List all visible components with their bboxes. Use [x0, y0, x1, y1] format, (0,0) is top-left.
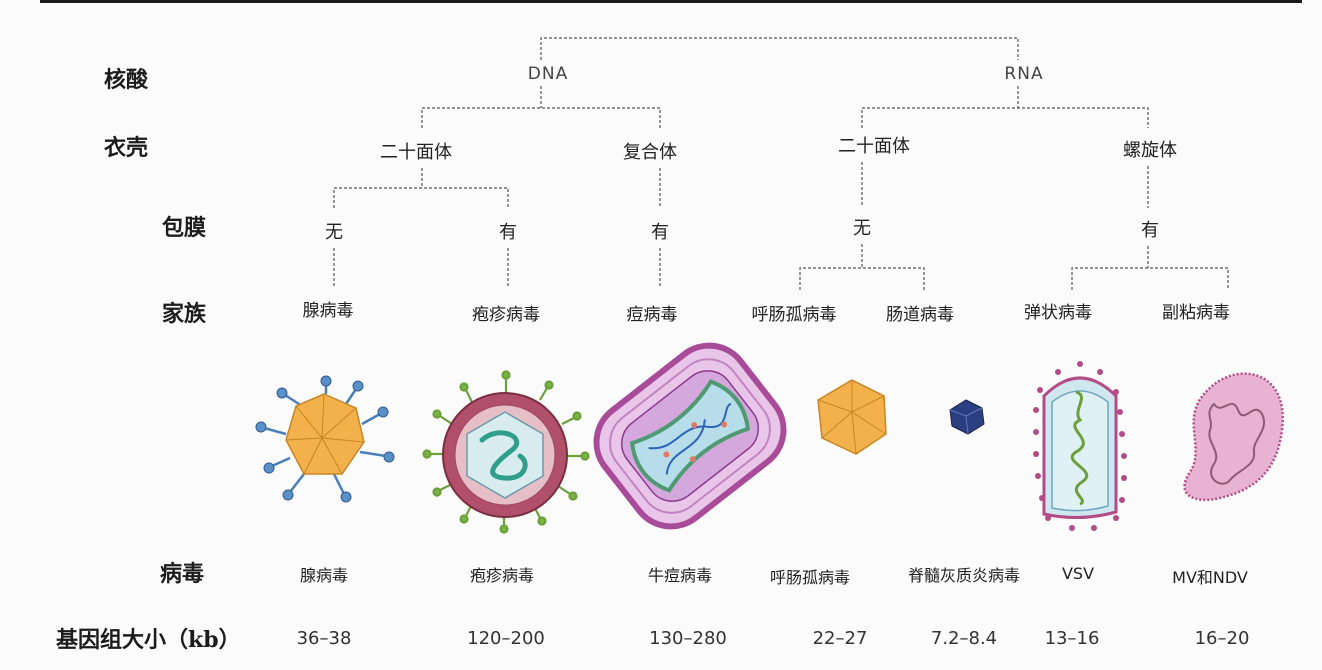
row-label-family: 家族: [162, 301, 207, 327]
virus-reo: 呼肠孤病毒: [769, 568, 851, 587]
herpesvirus-illustration: [422, 370, 590, 534]
genome-size-herpes: 120–200: [467, 628, 545, 649]
envelope-pox: 有: [651, 222, 669, 243]
capsid-dna-complex: 复合体: [623, 142, 677, 163]
envelope-rna-helical: 有: [1141, 220, 1159, 241]
rna-have-bar: [1071, 267, 1229, 290]
genome-size-polio: 7.2–8.4: [930, 628, 998, 649]
reovirus-illustration: [817, 379, 887, 455]
virus-adeno: 腺病毒: [299, 566, 349, 585]
virus-vaccinia: 牛痘病毒: [647, 566, 713, 585]
capsid-rna-helical: 螺旋体: [1123, 140, 1177, 161]
root-connector: [540, 37, 1019, 60]
capsid-dna-icosahedral: 二十面体: [380, 142, 452, 163]
row-label-capsid: 衣壳: [104, 135, 149, 161]
poliovirus-illustration: [949, 399, 985, 435]
genome-size-mv-ndv: 16–20: [1194, 628, 1250, 649]
genome-size-vsv: 13–16: [1044, 628, 1100, 649]
nucleic-dna: DNA: [527, 64, 569, 84]
virus-polio: 脊髓灰质炎病毒: [907, 566, 1021, 585]
capsid-rna-icosahedral: 二十面体: [838, 136, 910, 157]
adenovirus-illustration: [255, 375, 395, 503]
genome-size-adeno: 36–38: [296, 628, 352, 649]
envelope-adeno: 无: [325, 222, 343, 243]
family-adeno: 腺病毒: [302, 301, 354, 321]
row-label-envelope: 包膜: [162, 215, 207, 241]
dna-capsid-bar: [421, 107, 661, 128]
genome-size-reo: 22–27: [812, 628, 868, 649]
top-rule: [40, 0, 1302, 3]
virus-herpes: 疱疹病毒: [469, 566, 535, 585]
nucleic-rna: RNA: [1004, 64, 1044, 84]
family-enterovirus: 肠道病毒: [886, 305, 954, 325]
poxvirus-illustration: [593, 342, 787, 530]
row-label-nucleic-acid: 核酸: [104, 67, 149, 93]
family-paramyxovirus: 副粘病毒: [1162, 303, 1230, 323]
family-rhabdovirus: 弹状病毒: [1024, 303, 1092, 323]
vsv-illustration: [1033, 361, 1127, 531]
virus-mv-ndv: MV和NDV: [1172, 568, 1248, 587]
genome-size-vaccinia: 130–280: [649, 628, 727, 649]
row-label-genome-size: 基因组大小（kb）: [56, 627, 241, 653]
family-herpes: 疱疹病毒: [472, 305, 540, 325]
row-label-virus: 病毒: [160, 561, 205, 587]
dna-ico-bar: [333, 187, 509, 208]
envelope-herpes: 有: [499, 222, 517, 243]
virus-vsv: VSV: [1061, 564, 1095, 583]
envelope-rna-icosahedral: 无: [853, 218, 871, 239]
rna-none-bar: [799, 267, 925, 290]
family-reo: 呼肠孤病毒: [751, 305, 837, 325]
family-pox: 痘病毒: [626, 305, 678, 325]
mv-ndv-illustration: [1183, 372, 1285, 502]
rna-capsid-bar: [861, 107, 1149, 128]
